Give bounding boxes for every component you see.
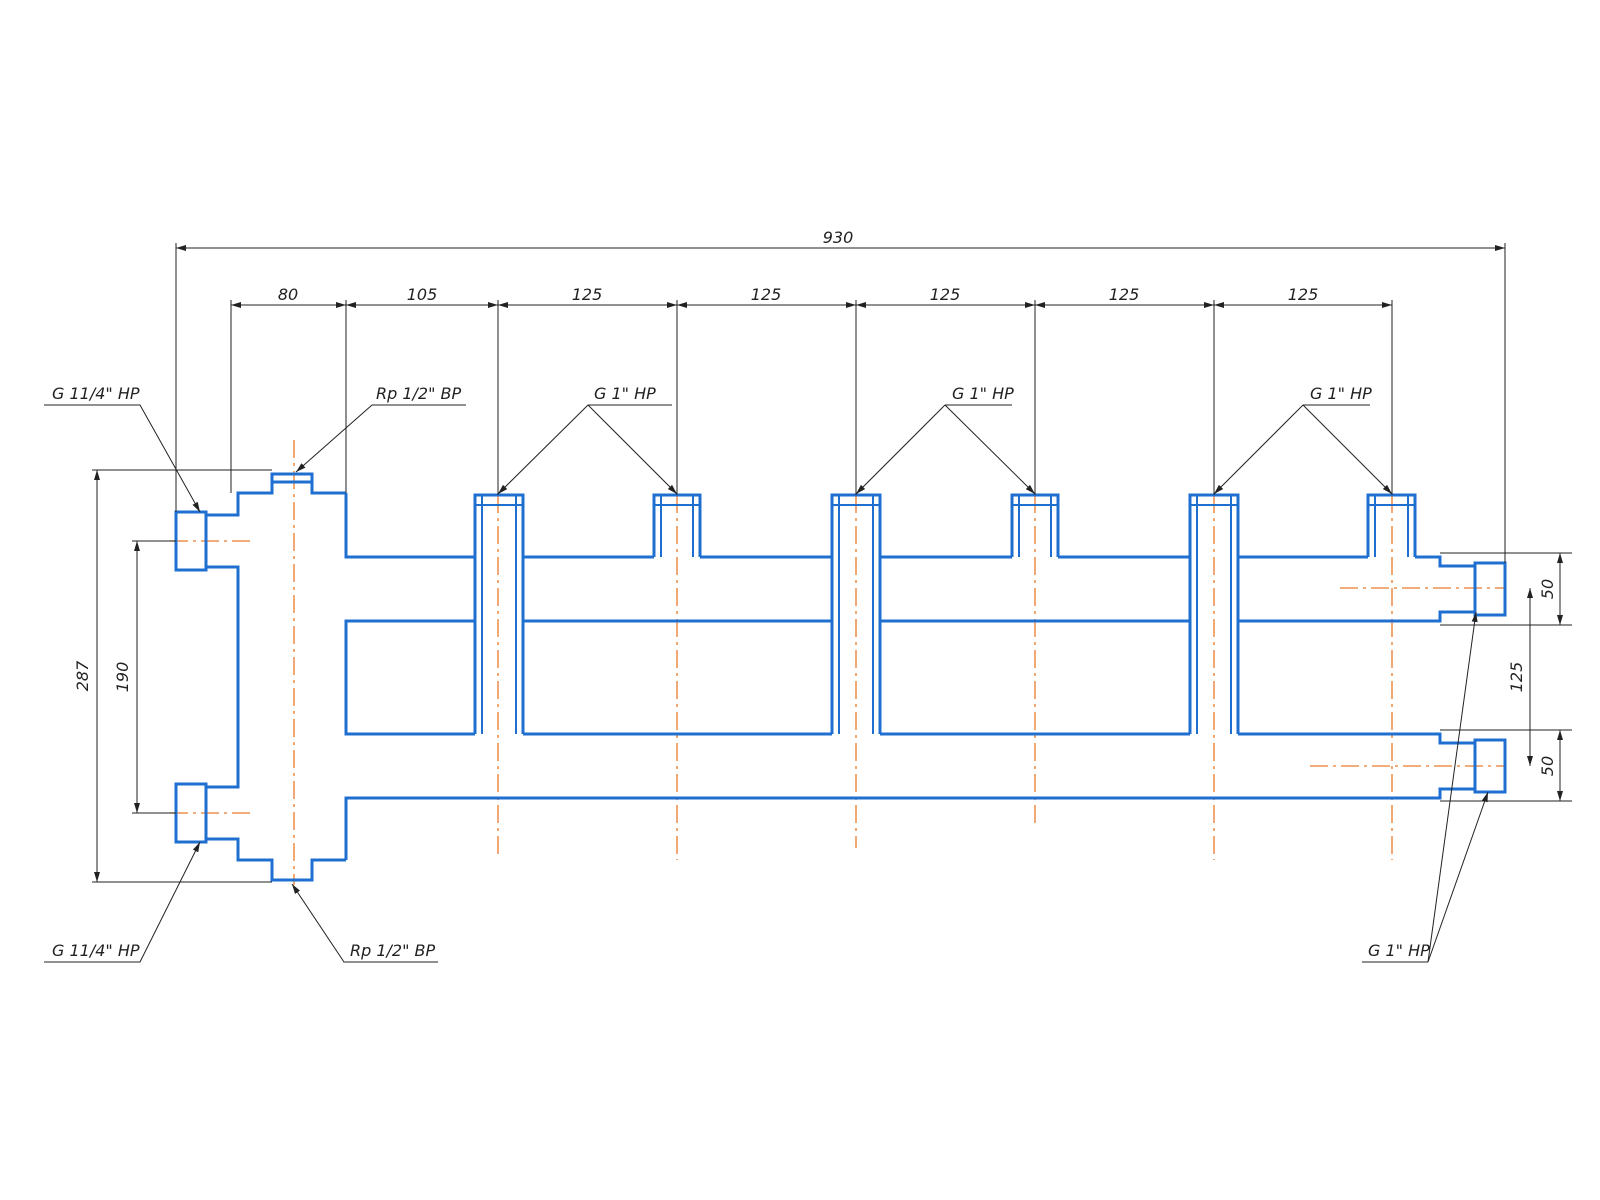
label-left-bottom-port: G 11/4" НР: [52, 941, 140, 960]
vent-top-port: [270, 472, 314, 484]
manifold-body: [206, 472, 1475, 882]
leaders: G 11/4" НР G 11/4" НР Rp 1/2" ВР Rp 1/2"…: [44, 384, 1489, 963]
label-left-top-port: G 11/4" НР: [52, 384, 140, 403]
label-outlet-pair-2: G 1" НР: [952, 384, 1014, 403]
dim-overall: 930: [823, 228, 854, 247]
dim-right-mid: 125: [1507, 662, 1526, 693]
dim-height-inner: 190: [113, 662, 132, 693]
outlet-nozzle-1: [473, 493, 525, 734]
separator-top: [206, 472, 346, 517]
label-vent-top: Rp 1/2" ВР: [376, 384, 462, 403]
dim-segment-4: 125: [751, 285, 782, 304]
separator-bottom: [206, 837, 346, 882]
dim-segment-1: 80: [278, 285, 298, 304]
dim-segment-2: 105: [407, 285, 438, 304]
label-vent-bottom: Rp 1/2" ВР: [350, 941, 436, 960]
dimensions: 930 80 105 125 125 125 125 125 287 190 5…: [73, 228, 1572, 883]
right-top-port: [1473, 561, 1507, 617]
outlet-nozzle-2: [652, 493, 702, 557]
dim-right-lower: 50: [1538, 756, 1557, 776]
dim-segment-5: 125: [930, 285, 961, 304]
dim-height-total: 287: [73, 660, 92, 691]
label-right-ports: G 1" НР: [1368, 941, 1430, 960]
dim-segment-6: 125: [1109, 285, 1140, 304]
dim-segment-7: 125: [1288, 285, 1319, 304]
dim-segment-3: 125: [572, 285, 603, 304]
label-outlet-pair-1: G 1" НР: [594, 384, 656, 403]
label-outlet-pair-3: G 1" НР: [1310, 384, 1372, 403]
center-lines: [170, 440, 1505, 885]
right-bottom-port: [1473, 738, 1507, 794]
dim-right-upper: 50: [1538, 579, 1557, 599]
upper-header-left: [344, 493, 475, 559]
separator-left-wall: [206, 565, 240, 789]
